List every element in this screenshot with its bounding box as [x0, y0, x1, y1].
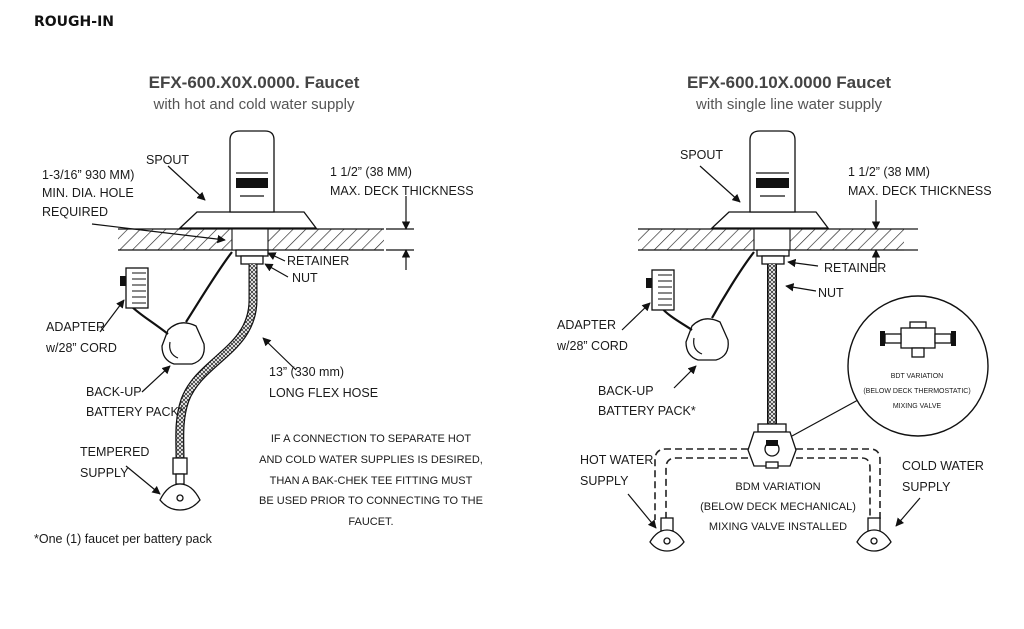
hot-supply-valve-icon — [649, 517, 685, 552]
right-nut-label: NUT — [818, 286, 844, 300]
left-adapter-label-2: w/28” CORD — [45, 341, 117, 355]
right-title: EFX-600.10X.0000 Faucet — [687, 73, 891, 92]
left-note: IF A CONNECTION TO SEPARATE HOT AND COLD… — [259, 433, 483, 528]
right-battery-label-1: BACK-UP — [598, 384, 654, 398]
left-tempered-supply-icon — [159, 457, 201, 511]
right-battery-label-2: BATTERY PACK* — [598, 404, 696, 418]
bdm-label-2: (BELOW DECK MECHANICAL) — [700, 501, 856, 513]
left-title: EFX-600.X0X.0000. Faucet — [149, 73, 360, 92]
right-spout-label: SPOUT — [680, 148, 723, 162]
bdt-label-3: MIXING VALVE — [893, 403, 942, 410]
cold-supply-label-1: COLD WATER — [902, 459, 984, 473]
left-battery-pack-icon — [161, 322, 205, 365]
left-subtitle: with hot and cold water supply — [153, 96, 355, 113]
left-adapter-label-1: ADAPTER — [46, 320, 105, 334]
cold-supply-line — [796, 448, 881, 520]
left-supply-label-2: SUPPLY — [80, 466, 129, 480]
bdt-label-1: BDT VARIATION — [891, 373, 944, 380]
cold-supply-valve-icon — [856, 517, 892, 552]
right-faucet-icon — [710, 130, 830, 229]
right-battery-pack-icon — [685, 318, 729, 361]
cold-supply-label-2: SUPPLY — [902, 480, 951, 494]
left-nut-label: NUT — [292, 271, 318, 285]
left-spout-label: SPOUT — [146, 153, 189, 167]
note-line-3: THAN A BAK-CHEK TEE FITTING MUST — [270, 475, 473, 487]
left-diagram: EFX-600.X0X.0000. Faucet with hot and co… — [34, 73, 483, 546]
bdt-detail-callout: BDT VARIATION (BELOW DECK THERMOSTATIC) … — [791, 295, 989, 437]
bdm-label-3: MIXING VALVE INSTALLED — [709, 521, 847, 533]
footnote: *One (1) faucet per battery pack — [34, 532, 213, 546]
left-battery-label-2: BATTERY PACK* — [86, 405, 184, 419]
left-hole-label-1: 1-3/16” 930 MM) — [42, 168, 134, 182]
left-supply-label-1: TEMPERED — [80, 445, 149, 459]
hot-supply-label-1: HOT WATER — [580, 453, 653, 467]
note-line-4: BE USED PRIOR TO CONNECTING TO THE — [259, 495, 483, 507]
left-hose-label-1: 13” (330 mm) — [269, 365, 344, 379]
left-hole-label-2: MIN. DIA. HOLE — [42, 186, 134, 200]
left-battery-label-1: BACK-UP — [86, 385, 142, 399]
hot-supply-line — [654, 448, 748, 520]
bdt-label-2: (BELOW DECK THERMOSTATIC) — [863, 388, 970, 395]
right-diagram: EFX-600.10X.0000 Faucet with single line… — [556, 73, 992, 552]
right-adapter-icon — [646, 269, 675, 311]
right-subtitle: with single line water supply — [695, 96, 882, 113]
right-deck-label-2: MAX. DECK THICKNESS — [848, 184, 992, 198]
note-line-5: FAUCET. — [348, 516, 393, 528]
right-adapter-label-2: w/28” CORD — [556, 339, 628, 353]
left-adapter-icon — [120, 267, 149, 309]
right-deck-label-1: 1 1/2” (38 MM) — [848, 165, 930, 179]
left-retainer-label: RETAINER — [287, 254, 349, 268]
right-adapter-label-1: ADAPTER — [557, 318, 616, 332]
left-deck-label-1: 1 1/2” (38 MM) — [330, 165, 412, 179]
hot-supply-label-2: SUPPLY — [580, 474, 629, 488]
left-hole-label-3: REQUIRED — [42, 205, 108, 219]
bdm-mixing-valve-icon — [747, 423, 797, 469]
note-line-2: AND COLD WATER SUPPLIES IS DESIRED, — [259, 454, 483, 466]
left-faucet-icon — [178, 130, 318, 229]
right-retainer-label: RETAINER — [824, 261, 886, 275]
left-flex-hose — [176, 264, 257, 459]
right-flex-hose — [768, 264, 776, 424]
section-heading: ROUGH-IN — [34, 14, 114, 30]
bdt-valve-icon — [880, 321, 956, 358]
left-deck-label-2: MAX. DECK THICKNESS — [330, 184, 474, 198]
note-line-1: IF A CONNECTION TO SEPARATE HOT — [271, 433, 472, 445]
left-hose-label-2: LONG FLEX HOSE — [269, 386, 378, 400]
bdm-label-1: BDM VARIATION — [735, 481, 820, 493]
